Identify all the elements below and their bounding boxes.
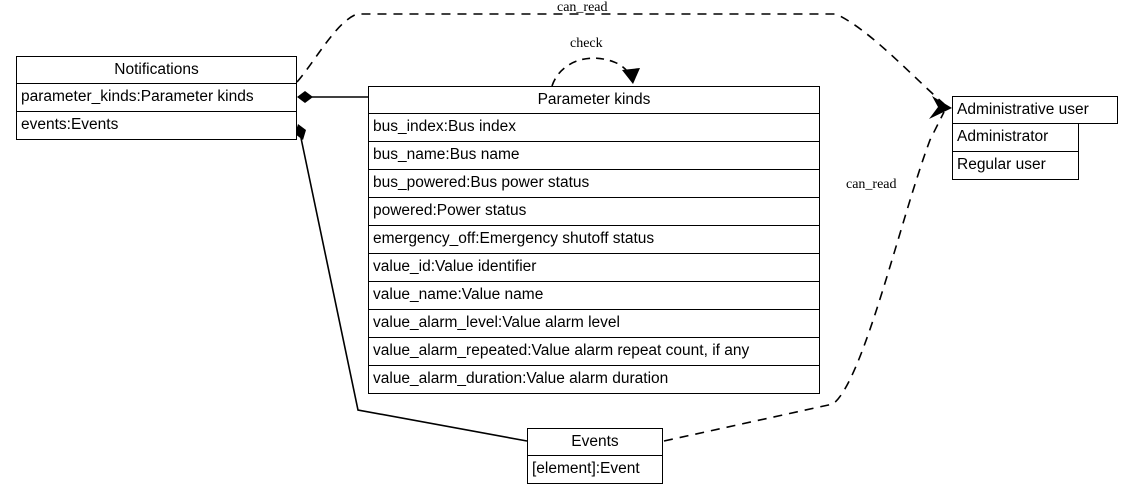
class-attribute-row: value_alarm_level:Value alarm level	[368, 310, 820, 338]
class-title-notifications: Notifications	[16, 56, 297, 84]
class-attribute-row: value_id:Value identifier	[368, 254, 820, 282]
class-attribute-row: bus_index:Bus index	[368, 114, 820, 142]
class-attribute-row: events:Events	[16, 112, 297, 140]
edge-check-arrowhead	[622, 68, 640, 84]
class-attribute-row: bus_name:Bus name	[368, 142, 820, 170]
class-title-events: Events	[527, 428, 663, 456]
class-attribute-row: bus_powered:Bus power status	[368, 170, 820, 198]
class-title-parameter-kinds: Parameter kinds	[368, 86, 820, 114]
class-attribute-row: value_name:Value name	[368, 282, 820, 310]
edge-check	[551, 57, 632, 87]
class-attribute-row: value_alarm_repeated:Value alarm repeat …	[368, 338, 820, 366]
class-title-administrative-user: Administrative user	[952, 96, 1118, 124]
edge-label-can-read-bottom: can_read	[846, 177, 897, 192]
edge-label-can-read-top: can_read	[557, 0, 608, 15]
class-attribute-row: parameter_kinds:Parameter kinds	[16, 84, 297, 112]
class-box-parameter-kinds[interactable]: Parameter kinds bus_index:Bus index bus_…	[368, 86, 820, 394]
class-attribute-row: emergency_off:Emergency shutoff status	[368, 226, 820, 254]
class-attribute-row: Regular user	[952, 152, 1079, 180]
class-attribute-row: value_alarm_duration:Value alarm duratio…	[368, 366, 820, 394]
class-attribute-row: [element]:Event	[527, 456, 663, 484]
class-box-notifications[interactable]: Notifications parameter_kinds:Parameter …	[16, 56, 297, 140]
class-box-administrative-user[interactable]: Administrative user Administrator Regula…	[952, 96, 1118, 180]
class-box-events[interactable]: Events [element]:Event	[527, 428, 663, 484]
edge-arrowhead-administrative-user	[929, 96, 952, 119]
class-attribute-row: powered:Power status	[368, 198, 820, 226]
edge-label-check: check	[570, 36, 603, 51]
diamond-parameter-kinds	[297, 91, 313, 103]
class-attribute-row: Administrator	[952, 124, 1079, 152]
